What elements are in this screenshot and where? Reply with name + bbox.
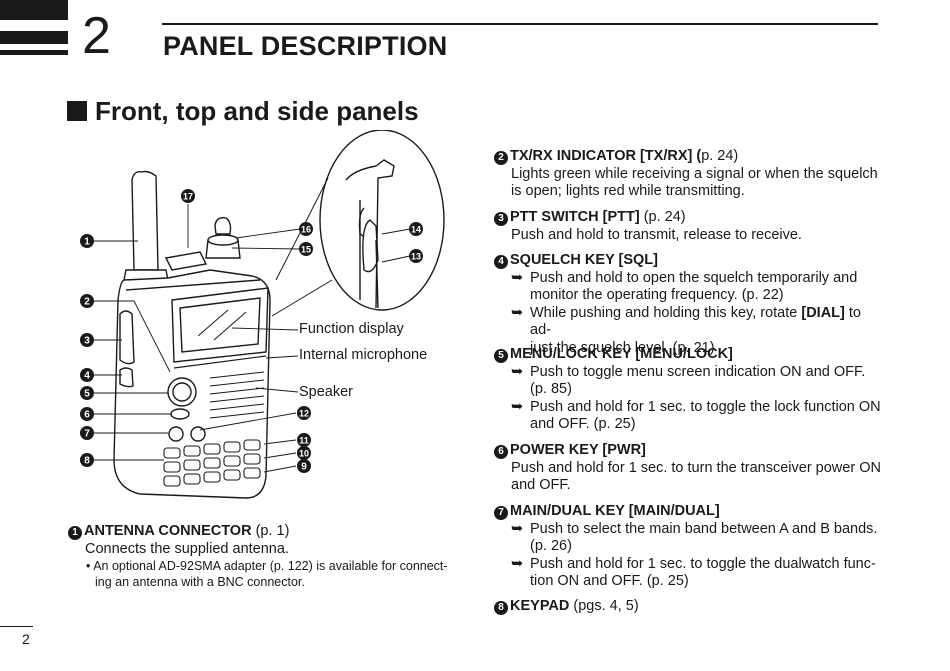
section-title-text: Front, top and side panels bbox=[95, 96, 419, 126]
svg-text:17: 17 bbox=[183, 192, 193, 202]
page-number: 2 bbox=[22, 631, 30, 647]
svg-text:6: 6 bbox=[84, 410, 90, 421]
number-badge: 6 bbox=[494, 445, 508, 459]
entry-text-line: Push and hold for 1 sec. to turn the tra… bbox=[511, 459, 881, 476]
arrow-bullet-icon: ➥ bbox=[511, 555, 524, 572]
svg-text:10: 10 bbox=[299, 449, 309, 459]
function-display-shape bbox=[179, 297, 261, 353]
chapter-title: PANEL DESCRIPTION bbox=[163, 31, 448, 61]
svg-text:13: 13 bbox=[411, 252, 421, 262]
label-internal-microphone: Internal microphone bbox=[299, 347, 428, 363]
svg-text:16: 16 bbox=[301, 225, 311, 235]
svg-text:11: 11 bbox=[299, 436, 309, 446]
radio-front-panel-illustration: 1 2 3 4 5 6 7 8 9 10 11 12 13 14 15 16 1… bbox=[80, 130, 445, 499]
callout-1: 1 bbox=[80, 234, 94, 248]
bullet-item: ➥Push to select the main band between A … bbox=[511, 520, 878, 555]
number-badge: 4 bbox=[494, 255, 508, 269]
callout-14: 14 bbox=[409, 222, 423, 236]
callout-7: 7 bbox=[80, 426, 94, 440]
number-badge: 1 bbox=[68, 526, 82, 540]
side-panel-inset-shape bbox=[319, 130, 445, 311]
svg-text:12: 12 bbox=[299, 409, 309, 419]
bullet-item: ➥Push and hold for 1 sec. to toggle the … bbox=[511, 555, 876, 590]
arrow-bullet-icon: ➥ bbox=[511, 363, 524, 380]
callout-15: 15 bbox=[299, 242, 313, 256]
chapter-tab-bar-top bbox=[0, 0, 68, 20]
callout-8: 8 bbox=[80, 453, 94, 467]
entry-text: Connects the supplied antenna. bbox=[85, 540, 289, 557]
callout-9: 9 bbox=[297, 459, 311, 473]
antenna-shape bbox=[131, 170, 159, 271]
svg-text:9: 9 bbox=[301, 462, 307, 473]
svg-text:14: 14 bbox=[411, 225, 421, 235]
header-rule bbox=[162, 23, 878, 25]
entry-note: • An optional AD-92SMA adapter (p. 122) … bbox=[86, 559, 448, 590]
callout-2: 2 bbox=[80, 294, 94, 308]
svg-text:7: 7 bbox=[84, 429, 90, 440]
chapter-tab-bar-middle bbox=[0, 31, 68, 44]
arrow-bullet-icon: ➥ bbox=[511, 304, 524, 321]
number-badge: 2 bbox=[494, 151, 508, 165]
svg-text:2: 2 bbox=[84, 297, 90, 308]
callout-12: 12 bbox=[297, 406, 311, 420]
callout-3: 3 bbox=[80, 333, 94, 347]
callout-10: 10 bbox=[297, 446, 311, 460]
number-badge: 5 bbox=[494, 349, 508, 363]
number-badge: 8 bbox=[494, 601, 508, 615]
svg-text:15: 15 bbox=[301, 245, 311, 255]
number-badge: 7 bbox=[494, 506, 508, 520]
bullet-item: ➥Push and hold for 1 sec. to toggle the … bbox=[511, 398, 881, 433]
number-badge: 3 bbox=[494, 212, 508, 226]
callout-13: 13 bbox=[409, 249, 423, 263]
entry-text-line: Lights green while receiving a signal or… bbox=[511, 165, 878, 182]
label-speaker: Speaker bbox=[299, 384, 354, 400]
callout-5: 5 bbox=[80, 386, 94, 400]
svg-text:3: 3 bbox=[84, 336, 90, 347]
callout-6: 6 bbox=[80, 407, 94, 421]
arrow-bullet-icon: ➥ bbox=[511, 269, 524, 286]
entry-text-line: and OFF. bbox=[511, 477, 571, 494]
arrow-bullet-icon: ➥ bbox=[511, 398, 524, 415]
callout-4: 4 bbox=[80, 368, 94, 382]
bullet-item: ➥While pushing and holding this key, rot… bbox=[511, 304, 861, 356]
entry-text-line: is open; lights red while transmitting. bbox=[511, 183, 745, 200]
svg-text:4: 4 bbox=[84, 371, 90, 382]
square-bullet-icon bbox=[67, 101, 87, 121]
bullet-item: ➥Push to toggle menu screen indication O… bbox=[511, 363, 866, 398]
entry-text: Push and hold to transmit, release to re… bbox=[511, 226, 802, 243]
section-title: Front, top and side panels bbox=[67, 95, 419, 127]
svg-text:8: 8 bbox=[84, 456, 90, 467]
label-function-display: Function display bbox=[299, 321, 404, 337]
arrow-bullet-icon: ➥ bbox=[511, 520, 524, 537]
callout-11: 11 bbox=[297, 433, 311, 447]
chapter-number: 2 bbox=[82, 7, 111, 65]
chapter-tab-bar-bottom bbox=[0, 50, 68, 55]
svg-text:1: 1 bbox=[84, 237, 90, 248]
bullet-item: ➥Push and hold to open the squelch tempo… bbox=[511, 269, 858, 304]
page-number-rule bbox=[0, 626, 33, 627]
callout-16: 16 bbox=[299, 222, 313, 236]
callout-17: 17 bbox=[181, 189, 195, 203]
svg-text:5: 5 bbox=[84, 389, 90, 400]
